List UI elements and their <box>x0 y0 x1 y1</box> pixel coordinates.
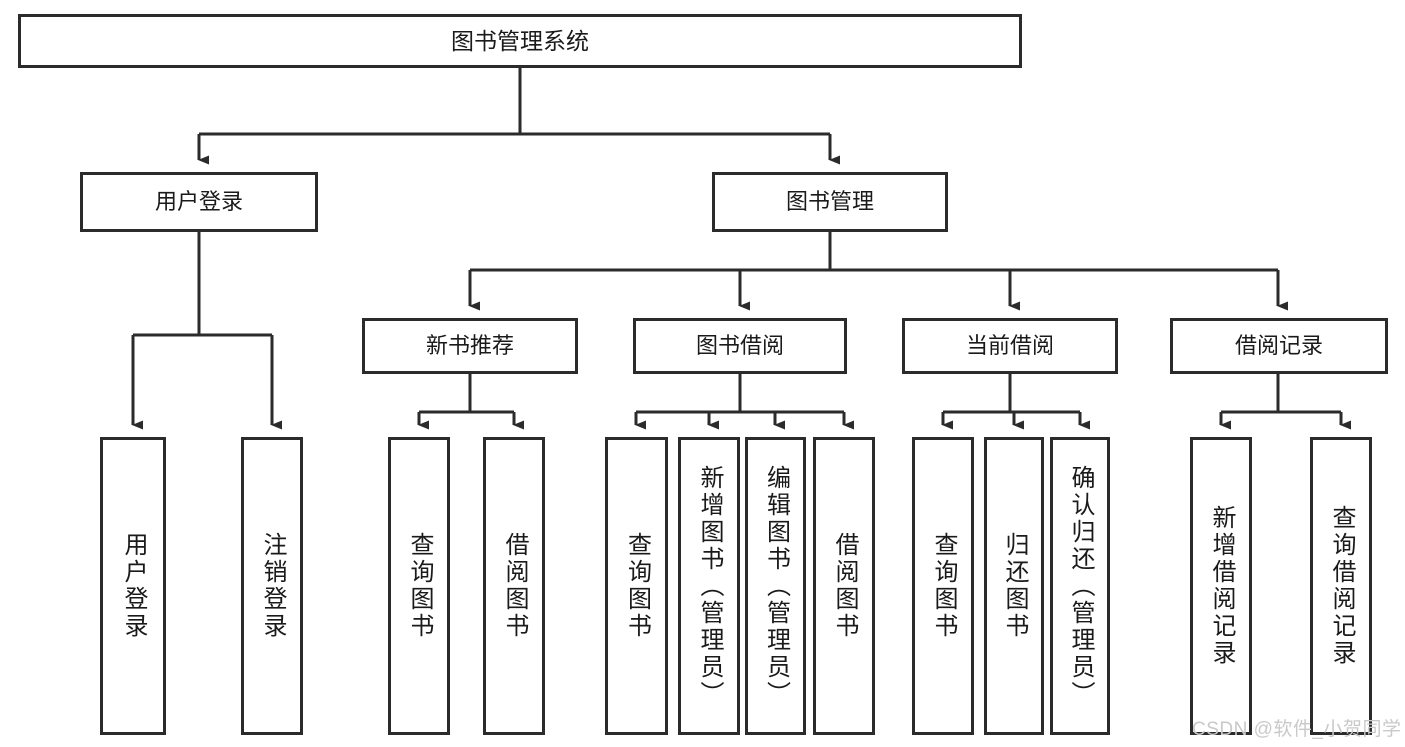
node-book-management[interactable]: 图书管理 <box>712 172 948 232</box>
node-root-system[interactable]: 图书管理系统 <box>18 14 1022 68</box>
leaf-newrec-query-book[interactable]: 查询图书 <box>388 437 450 735</box>
node-label: 当前借阅 <box>965 333 1054 359</box>
node-label: 注销登录 <box>259 532 286 640</box>
node-label: 确认归还（管理员） <box>1067 464 1094 708</box>
node-label: 查询图书 <box>623 532 651 640</box>
node-label: 新书推荐 <box>425 333 514 359</box>
node-user-login[interactable]: 用户登录 <box>80 172 318 232</box>
node-label: 借阅图书 <box>831 532 858 640</box>
leaf-current-return-book[interactable]: 归还图书 <box>984 437 1044 735</box>
node-label: 新增借阅记录 <box>1208 505 1235 667</box>
node-label: 借阅图书 <box>501 532 528 640</box>
node-book-borrow[interactable]: 图书借阅 <box>633 318 847 374</box>
node-current-borrow[interactable]: 当前借阅 <box>902 318 1118 374</box>
node-label: 查询图书 <box>406 532 433 640</box>
leaf-user-logout[interactable]: 注销登录 <box>241 437 303 735</box>
node-borrow-record[interactable]: 借阅记录 <box>1170 318 1388 374</box>
leaf-record-add-borrow-record[interactable]: 新增借阅记录 <box>1190 437 1252 735</box>
node-label: 归还图书 <box>1001 532 1028 640</box>
node-label: 用户登录 <box>154 189 243 215</box>
node-label: 用户登录 <box>120 532 147 640</box>
leaf-borrow-edit-book-admin[interactable]: 编辑图书（管理员） <box>745 437 806 735</box>
node-label: 图书借阅 <box>695 333 784 359</box>
node-label: 图书管理系统 <box>451 27 589 54</box>
leaf-newrec-borrow-book[interactable]: 借阅图书 <box>483 437 545 735</box>
leaf-borrow-add-book-admin[interactable]: 新增图书（管理员） <box>678 437 740 735</box>
node-label: 图书管理 <box>785 189 874 215</box>
leaf-record-query-borrow-record[interactable]: 查询借阅记录 <box>1310 437 1372 735</box>
leaf-current-confirm-return-admin[interactable]: 确认归还（管理员） <box>1050 437 1110 735</box>
node-label: 查询图书 <box>930 532 957 640</box>
node-label: 查询借阅记录 <box>1328 505 1355 667</box>
leaf-borrow-borrow-book[interactable]: 借阅图书 <box>813 437 875 735</box>
watermark-text: CSDN @软件_小贺同学 <box>1192 719 1402 740</box>
leaf-user-login[interactable]: 用户登录 <box>100 437 166 735</box>
node-label: 借阅记录 <box>1234 333 1323 359</box>
leaf-borrow-query-book[interactable]: 查询图书 <box>605 437 668 735</box>
leaf-current-query-book[interactable]: 查询图书 <box>912 437 974 735</box>
node-label: 新增图书（管理员） <box>696 464 723 708</box>
node-new-book-recommend[interactable]: 新书推荐 <box>362 318 578 374</box>
node-label: 编辑图书（管理员） <box>762 464 790 708</box>
